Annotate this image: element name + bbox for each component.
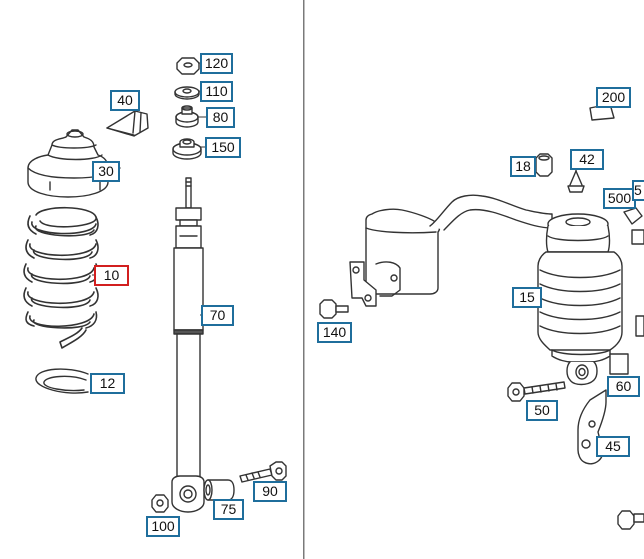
callout-12[interactable]: 12	[90, 373, 125, 394]
top-nut-icon	[151, 494, 169, 513]
callout-45[interactable]: 45	[596, 436, 630, 457]
callout-42[interactable]: 42	[570, 149, 604, 170]
callout-15[interactable]: 15	[512, 287, 542, 308]
bolt-icon	[507, 381, 566, 402]
spring-seat-icon	[27, 129, 121, 198]
panel-divider-right	[304, 0, 305, 559]
callout-40[interactable]: 40	[110, 90, 140, 111]
callout-70[interactable]: 70	[201, 305, 234, 326]
rubber-mount-icon	[175, 105, 199, 128]
callout-150[interactable]: 150	[205, 137, 241, 158]
bracket-icon	[349, 194, 553, 307]
washer-icon	[172, 138, 202, 160]
spring-seat-icon	[35, 368, 89, 394]
callout-200[interactable]: 200	[596, 87, 631, 108]
callout-75[interactable]: 75	[213, 499, 244, 520]
callout-10-selected[interactable]: 10	[94, 265, 129, 286]
callout-60[interactable]: 60	[607, 376, 640, 397]
coil-spring-icon	[23, 206, 99, 349]
callout-110[interactable]: 110	[200, 81, 233, 102]
callout-140[interactable]: 140	[317, 322, 352, 343]
callout-30[interactable]: 30	[92, 161, 120, 182]
callout-80[interactable]: 80	[206, 107, 235, 128]
callout-90[interactable]: 90	[253, 481, 287, 502]
washer-icon	[174, 86, 200, 100]
bolt-icon	[617, 510, 644, 530]
shock-absorber-icon	[171, 177, 205, 513]
callout-18[interactable]: 18	[510, 156, 536, 177]
top-nut-icon	[535, 153, 553, 177]
callout-5-partial[interactable]: 5	[632, 180, 644, 201]
bushing-icon	[203, 479, 235, 501]
callout-50[interactable]: 50	[526, 400, 558, 421]
callout-500[interactable]: 500	[603, 188, 636, 209]
bolt-icon	[319, 299, 349, 319]
bolt-icon	[239, 461, 287, 483]
bracket-icon	[623, 207, 643, 225]
air-strut-icon	[609, 229, 644, 375]
bump-stop-icon	[106, 110, 149, 137]
bracket-icon	[567, 164, 585, 193]
callout-100[interactable]: 100	[146, 516, 180, 537]
callout-120[interactable]: 120	[200, 53, 233, 74]
top-nut-icon	[176, 57, 200, 75]
air-strut-icon	[537, 213, 623, 386]
